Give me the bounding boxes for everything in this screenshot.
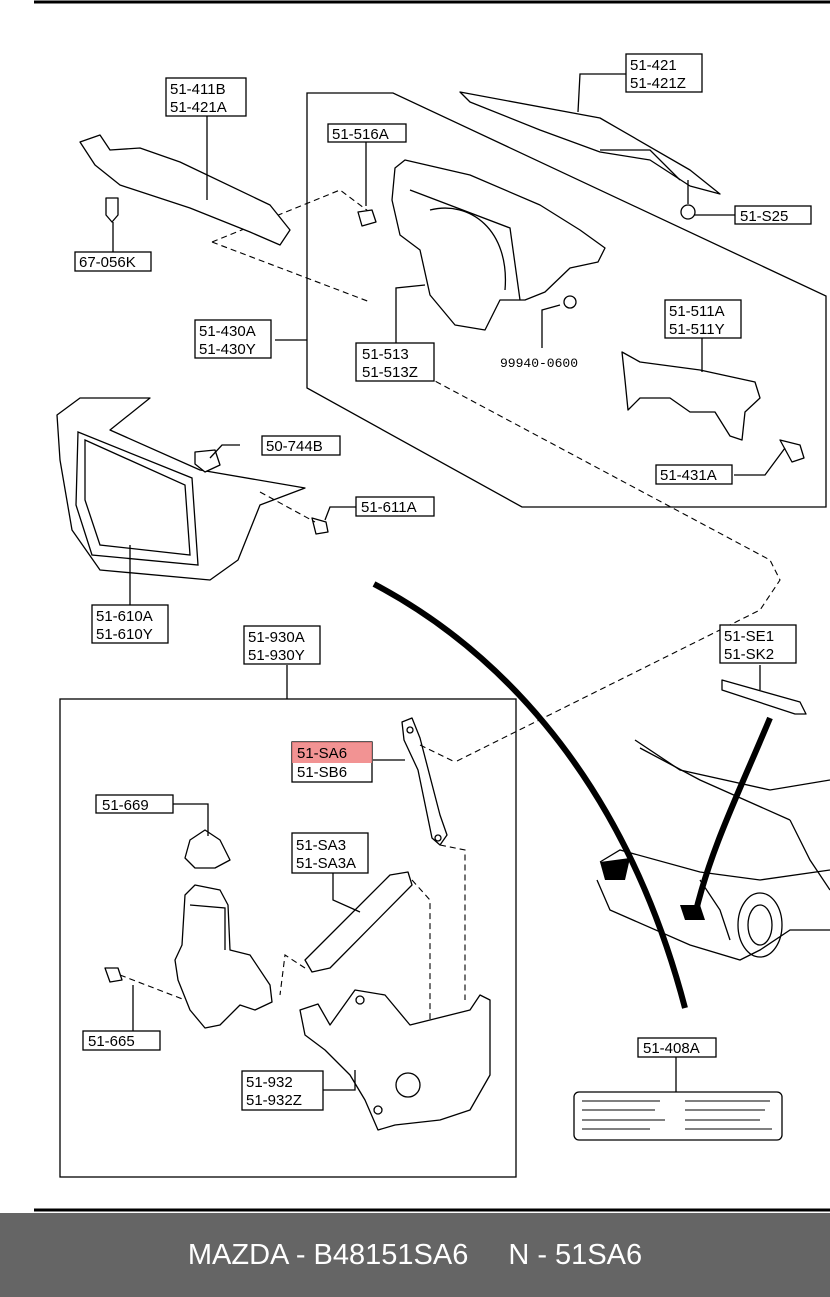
label-51-sa3a: 51-SA3A <box>296 855 356 872</box>
nut-99940 <box>563 295 577 309</box>
label-51-431a: 51-431A <box>660 467 717 484</box>
label-99940-0600: 99940-0600 <box>500 356 578 371</box>
label-51-610a: 51-610A <box>96 608 153 625</box>
label-51-511a: 51-511A <box>669 303 725 320</box>
label-51-513z: 51-513Z <box>362 364 418 381</box>
clip-67-056k <box>105 197 119 223</box>
label-51-408a <box>573 1091 783 1141</box>
label-51-516a: 51-516A <box>332 126 389 143</box>
bracket-51-932 <box>299 989 491 1131</box>
label-51-430a: 51-430A <box>199 323 256 340</box>
upper-group-outline <box>306 92 827 508</box>
label-51-611a: 51-611A <box>361 499 417 516</box>
label-51-421a: 51-421A <box>170 99 227 116</box>
label-51-sb6: 51-SB6 <box>297 764 347 781</box>
bolt-51-665 <box>104 967 123 983</box>
label-51-sa6: 51-SA6 <box>297 745 347 762</box>
label-51-930a: 51-930A <box>248 629 305 646</box>
label-51-513: 51-513 <box>362 346 409 363</box>
label-51-421: 51-421 <box>630 57 677 74</box>
car-illustration <box>596 739 830 961</box>
link-51-sa6 <box>401 717 448 846</box>
label-51-430y: 51-430Y <box>199 341 256 358</box>
label-51-408a: 51-408A <box>643 1040 700 1057</box>
footer-bar: MAZDA - B48151SA6 N - 51SA6 <box>0 1213 830 1297</box>
footer-code: N - 51SA6 <box>508 1238 643 1271</box>
bulb-51-516a <box>357 209 377 227</box>
label-51-665: 51-665 <box>88 1033 135 1050</box>
garnish-51-610a <box>56 397 306 581</box>
bolt-51-431a <box>779 439 805 463</box>
label-51-s25: 51-S25 <box>740 208 788 225</box>
footer-part-number: MAZDA - B48151SA6 <box>187 1238 469 1271</box>
clip-50-744b <box>194 449 221 473</box>
label-51-sa3: 51-SA3 <box>296 837 346 854</box>
label-51-932: 51-932 <box>246 1074 293 1091</box>
label-51-511y: 51-511Y <box>669 321 725 338</box>
label-51-932z: 51-932Z <box>246 1092 302 1109</box>
bracket-51-511a <box>621 351 761 441</box>
highlight-51-sa6 <box>292 742 372 763</box>
lower-group-outline <box>59 698 517 1178</box>
label-51-421z: 51-421Z <box>630 75 686 92</box>
strip-51-se1 <box>721 679 807 715</box>
label-50-744b: 50-744B <box>266 438 323 455</box>
label-51-930y: 51-930Y <box>248 647 305 664</box>
label-51-669: 51-669 <box>102 797 149 814</box>
label-67-056k: 67-056K <box>79 254 136 271</box>
label-51-se1: 51-SE1 <box>724 628 774 645</box>
motor-unit <box>174 884 273 1029</box>
spoiler-part <box>459 91 721 195</box>
parts-diagram: 51-411B 51-421A 51-421 51-421Z 51-516A 5… <box>34 0 830 1212</box>
rod-51-sa3 <box>304 871 413 973</box>
bolt-51-s25 <box>680 204 696 220</box>
screw-51-611a <box>311 517 329 535</box>
bracket-51-411b <box>79 134 291 246</box>
label-51-411b: 51-411B <box>170 81 226 98</box>
label-51-sk2: 51-SK2 <box>724 646 774 663</box>
label-51-610y: 51-610Y <box>96 626 153 643</box>
